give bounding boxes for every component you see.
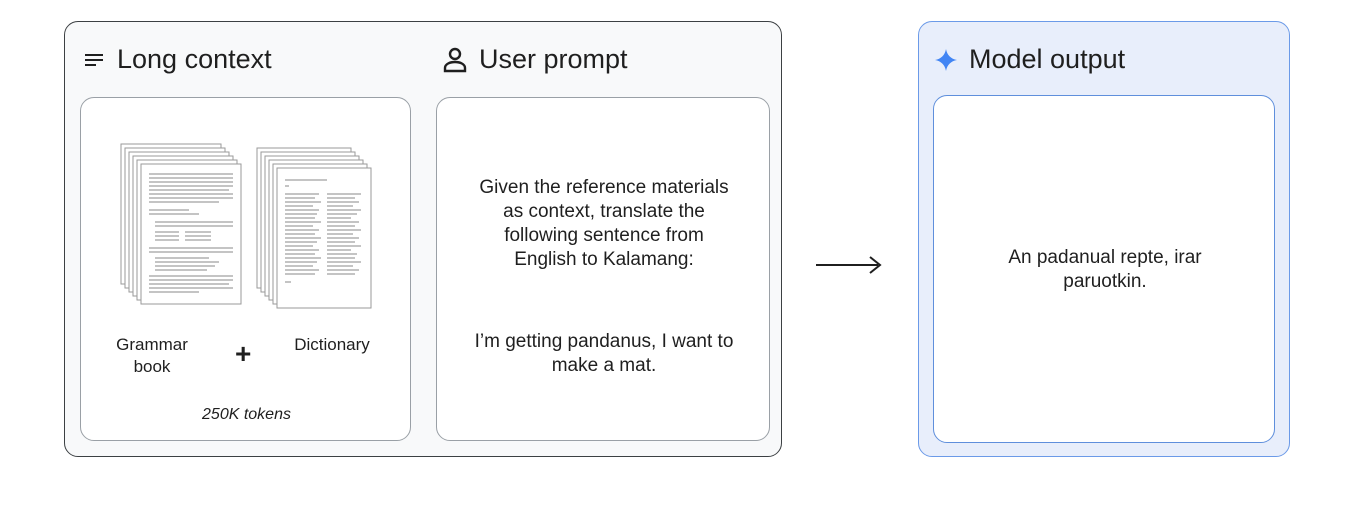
prompt-instruction: Given the reference materials as context…	[479, 177, 729, 270]
lines-icon	[85, 52, 105, 68]
right-arrow-icon	[816, 256, 882, 274]
user-prompt-header: User prompt	[443, 44, 628, 75]
grammar-book-label: Grammar book	[116, 335, 188, 376]
person-icon	[443, 47, 467, 73]
output-card: An padanual repte, irar paruotkin.	[933, 95, 1275, 443]
output-panel: Model output An padanual repte, irar par…	[918, 21, 1290, 457]
long-context-header: Long context	[85, 44, 272, 75]
sparkle-icon	[935, 48, 957, 71]
prompt-sentence: I’m getting pandanus, I want to make a m…	[474, 331, 734, 376]
user-prompt-title: User prompt	[479, 44, 628, 74]
output-text: An padanual repte, irar paruotkin.	[1008, 247, 1202, 292]
model-output-header: Model output	[935, 44, 1125, 75]
model-output-title: Model output	[969, 44, 1126, 74]
grammar-book-icon	[120, 143, 242, 305]
long-context-title: Long context	[117, 44, 272, 74]
sources-card: Grammar book + Dictionary 250K tokens	[80, 97, 411, 441]
dictionary-icon	[256, 147, 372, 309]
context-panel: Long context User prompt	[64, 21, 782, 457]
token-count: 250K tokens	[202, 406, 291, 423]
dictionary-label: Dictionary	[294, 335, 370, 354]
plus-icon: +	[235, 338, 252, 369]
prompt-card: Given the reference materials as context…	[436, 97, 770, 441]
